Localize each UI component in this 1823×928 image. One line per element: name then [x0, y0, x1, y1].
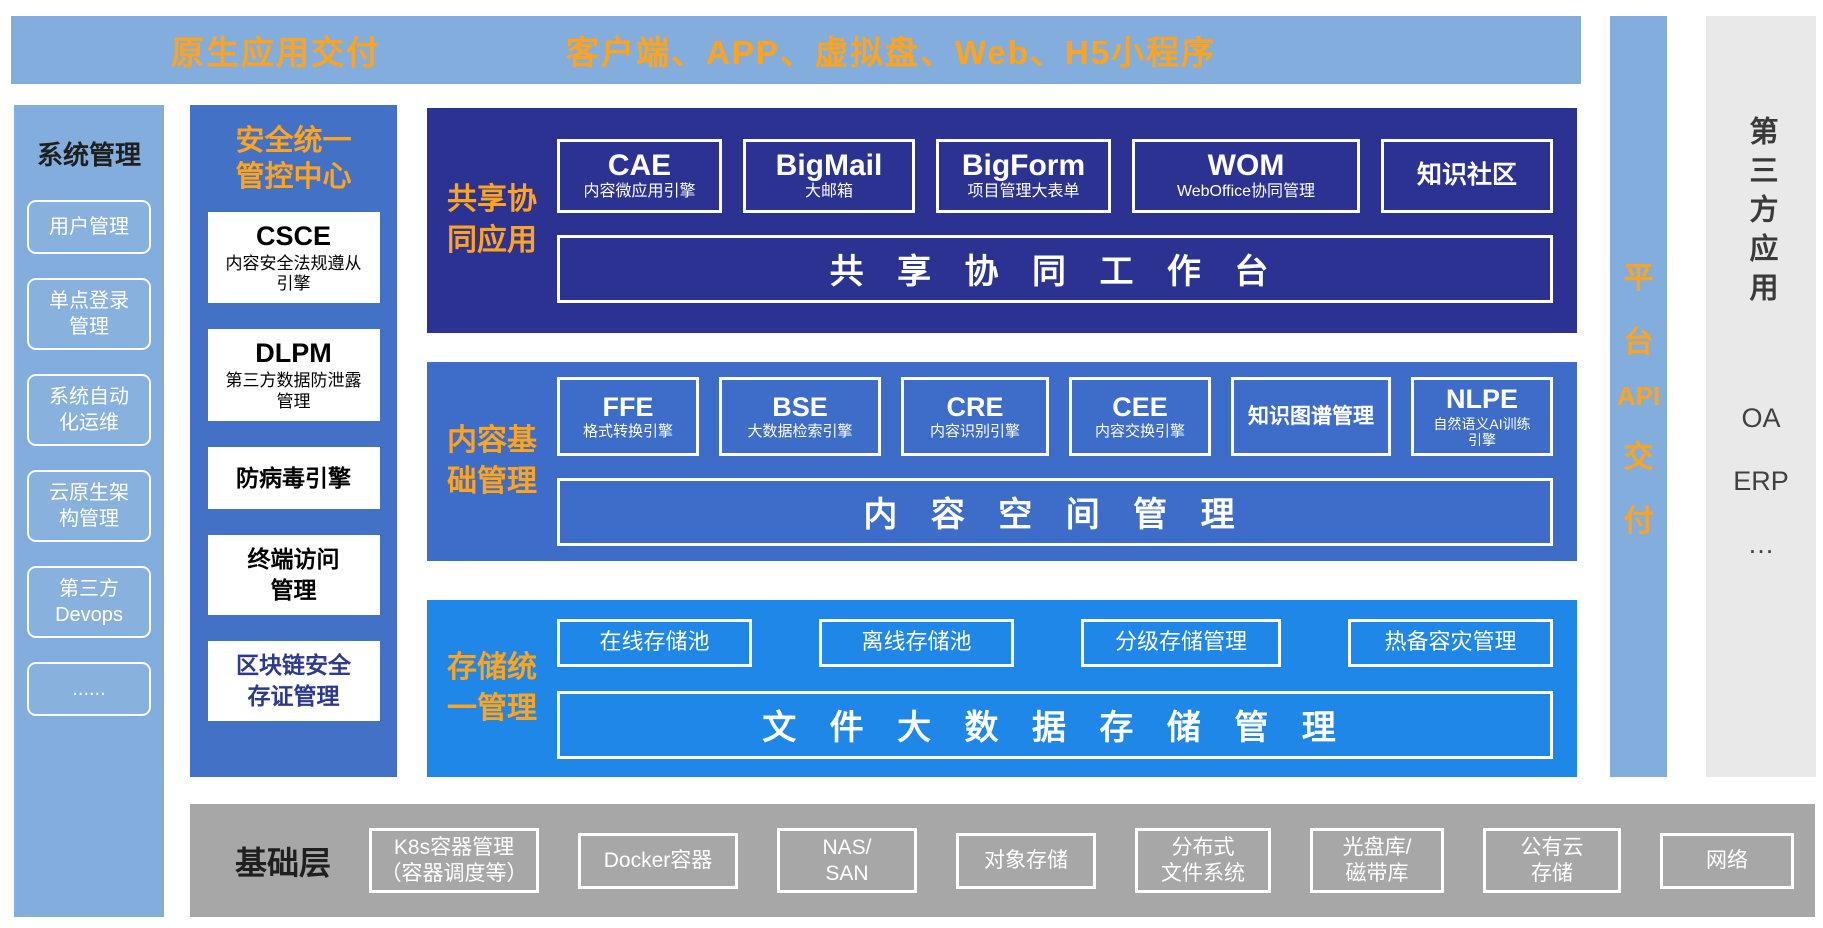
- nlpe-desc: 自然语义AI训练 引擎: [1433, 415, 1531, 448]
- platform-api-delivery-bar: 平 台 API 交 付: [1610, 16, 1667, 777]
- third-party-items: OA ERP …: [1733, 403, 1789, 560]
- offline-storage-pool-name: 离线存储池: [861, 629, 972, 655]
- cre-name: CRE: [946, 391, 1004, 422]
- csce-name: CSCE: [255, 220, 331, 251]
- bigmail-name: BigMail: [775, 149, 883, 183]
- sys-item-sso-management: 单点登录 管理: [27, 278, 151, 350]
- knowledge-community-name: 知识社区: [1416, 160, 1517, 189]
- dlpm-name: DLPM: [255, 338, 332, 369]
- security-module-terminal-access: 终端访问 管理: [207, 535, 380, 616]
- base-box-distributed-fs: 分布式 文件系统: [1135, 828, 1272, 893]
- storage-module-row: 在线存储池 离线存储池 分级存储管理 热备容灾管理: [557, 618, 1553, 667]
- base-layer-items: K8s容器管理 （容器调度等） Docker容器 NAS/ SAN 对象存储 分…: [369, 828, 1795, 893]
- terminal-access-name: 终端访问 管理: [247, 546, 340, 604]
- module-cre: CRE 内容识别引擎: [901, 377, 1049, 456]
- sys-item-automation-ops: 系统自动 化运维: [27, 374, 151, 446]
- security-control-center-panel: 安全统一 管控中心 CSCE 内容安全法规遵从 引擎 DLPM 第三方数据防泄露…: [190, 105, 397, 777]
- base-box-optical-tape: 光盘库/ 磁带库: [1310, 828, 1445, 893]
- wom-desc: WebOffice协同管理: [1176, 183, 1316, 201]
- collab-module-row: CAE 内容微应用引擎 BigMail 大邮箱 BigForm 项目管理大表单 …: [557, 138, 1553, 213]
- ffe-desc: 格式转换引擎: [582, 423, 673, 441]
- module-tiered-storage: 分级存储管理: [1081, 618, 1281, 667]
- module-cae: CAE 内容微应用引擎: [557, 138, 722, 213]
- third-party-apps-panel: 第三方应用 OA ERP …: [1706, 16, 1816, 777]
- third-party-item-oa: OA: [1741, 403, 1781, 433]
- security-center-title: 安全统一 管控中心: [235, 125, 352, 194]
- tiered-storage-name: 分级存储管理: [1114, 629, 1247, 655]
- third-party-item-erp: ERP: [1733, 466, 1789, 496]
- cee-name: CEE: [1112, 391, 1168, 422]
- hot-standby-dr-name: 热备容灾管理: [1384, 629, 1517, 655]
- module-nlpe: NLPE 自然语义AI训练 引擎: [1411, 377, 1553, 456]
- system-management-panel: 系统管理 用户管理 单点登录 管理 系统自动 化运维 云原生架 构管理 第三方 …: [14, 105, 164, 917]
- bse-desc: 大数据检索引擎: [747, 423, 853, 441]
- bse-name: BSE: [772, 391, 828, 422]
- base-box-nas-san: NAS/ SAN: [777, 828, 918, 893]
- module-bse: BSE 大数据检索引擎: [719, 377, 881, 456]
- module-online-storage-pool: 在线存储池: [557, 618, 752, 667]
- api-bar-line: 台: [1623, 326, 1654, 359]
- shared-collab-layer: 共享协 同应用 CAE 内容微应用引擎 BigMail 大邮箱 BigForm …: [427, 108, 1577, 333]
- native-app-delivery-banner: 原生应用交付 客户端、APP、虚拟盘、Web、H5小程序: [11, 16, 1581, 84]
- banner-right-label: 客户端、APP、虚拟盘、Web、H5小程序: [566, 34, 1217, 71]
- csce-desc: 内容安全法规遵从 引擎: [225, 253, 362, 293]
- online-storage-pool-name: 在线存储池: [599, 629, 710, 655]
- base-box-network: 网络: [1660, 832, 1795, 889]
- knowledge-graph-name: 知识图谱管理: [1248, 404, 1374, 428]
- content-base-label: 内容基 础管理: [447, 424, 537, 498]
- base-box-public-cloud: 公有云 存储: [1483, 828, 1622, 893]
- bigform-desc: 项目管理大表单: [967, 183, 1080, 201]
- base-box-docker: Docker容器: [578, 832, 739, 889]
- security-module-dlpm: DLPM 第三方数据防泄露 管理: [207, 329, 380, 422]
- content-space-management-bar: 内 容 空 间 管 理: [557, 477, 1553, 546]
- base-box-k8s: K8s容器管理 （容器调度等）: [369, 828, 540, 893]
- content-module-row: FFE 格式转换引擎 BSE 大数据检索引擎 CRE 内容识别引擎 CEE 内容…: [557, 377, 1553, 456]
- ffe-name: FFE: [602, 391, 654, 422]
- api-bar-line: 付: [1623, 505, 1654, 538]
- antivirus-name: 防病毒引擎: [236, 464, 351, 491]
- sys-item-user-management: 用户管理: [27, 200, 151, 254]
- base-box-object-storage: 对象存储: [956, 832, 1097, 889]
- security-module-antivirus-engine: 防病毒引擎: [207, 447, 380, 510]
- cae-name: CAE: [607, 149, 672, 183]
- module-bigmail: BigMail 大邮箱: [743, 138, 915, 213]
- storage-unified-layer: 存储统 一管理 在线存储池 离线存储池 分级存储管理 热备容灾管理 文 件 大 …: [427, 600, 1577, 777]
- shared-collab-label: 共享协 同应用: [447, 183, 537, 257]
- system-management-title: 系统管理: [36, 140, 141, 170]
- module-offline-storage-pool: 离线存储池: [819, 618, 1014, 667]
- sys-item-cloud-native-arch: 云原生架 构管理: [27, 470, 151, 542]
- content-base-layer: 内容基 础管理 FFE 格式转换引擎 BSE 大数据检索引擎 CRE 内容识别引…: [427, 362, 1577, 561]
- sys-item-more: ......: [27, 662, 151, 716]
- bigform-name: BigForm: [961, 149, 1086, 183]
- module-bigform: BigForm 项目管理大表单: [936, 138, 1111, 213]
- module-hot-standby-dr: 热备容灾管理: [1348, 618, 1553, 667]
- third-party-title: 第三方应用: [1745, 116, 1777, 311]
- shared-collab-workbench-bar: 共 享 协 同 工 作 台: [557, 234, 1553, 303]
- wom-name: WOM: [1207, 149, 1285, 183]
- module-knowledge-graph: 知识图谱管理: [1231, 377, 1391, 456]
- storage-unified-label: 存储统 一管理: [447, 651, 537, 725]
- file-bigdata-storage-bar: 文 件 大 数 据 存 储 管 理: [557, 690, 1553, 759]
- third-party-item-more: …: [1747, 529, 1775, 559]
- api-bar-line: 交: [1623, 441, 1654, 474]
- module-knowledge-community: 知识社区: [1381, 138, 1553, 213]
- cae-desc: 内容微应用引擎: [583, 183, 696, 201]
- banner-left-label: 原生应用交付: [171, 34, 381, 71]
- base-infrastructure-layer: 基础层 K8s容器管理 （容器调度等） Docker容器 NAS/ SAN 对象…: [190, 804, 1815, 917]
- api-bar-line: 平: [1623, 262, 1654, 295]
- cre-desc: 内容识别引擎: [929, 423, 1020, 441]
- blockchain-evidence-name: 区块链安全 存证管理: [236, 652, 351, 710]
- security-module-blockchain-evidence: 区块链安全 存证管理: [207, 641, 380, 722]
- module-ffe: FFE 格式转换引擎: [557, 377, 699, 456]
- bigmail-desc: 大邮箱: [804, 183, 853, 201]
- module-wom: WOM WebOffice协同管理: [1132, 138, 1360, 213]
- nlpe-name: NLPE: [1445, 384, 1518, 415]
- dlpm-desc: 第三方数据防泄露 管理: [225, 371, 362, 411]
- sys-item-third-party-devops: 第三方 Devops: [27, 566, 151, 638]
- security-module-csce: CSCE 内容安全法规遵从 引擎: [207, 211, 380, 304]
- api-bar-line: API: [1616, 381, 1661, 411]
- base-layer-title: 基础层: [235, 844, 332, 881]
- cee-desc: 内容交换引擎: [1094, 423, 1185, 441]
- module-cee: CEE 内容交换引擎: [1069, 377, 1211, 456]
